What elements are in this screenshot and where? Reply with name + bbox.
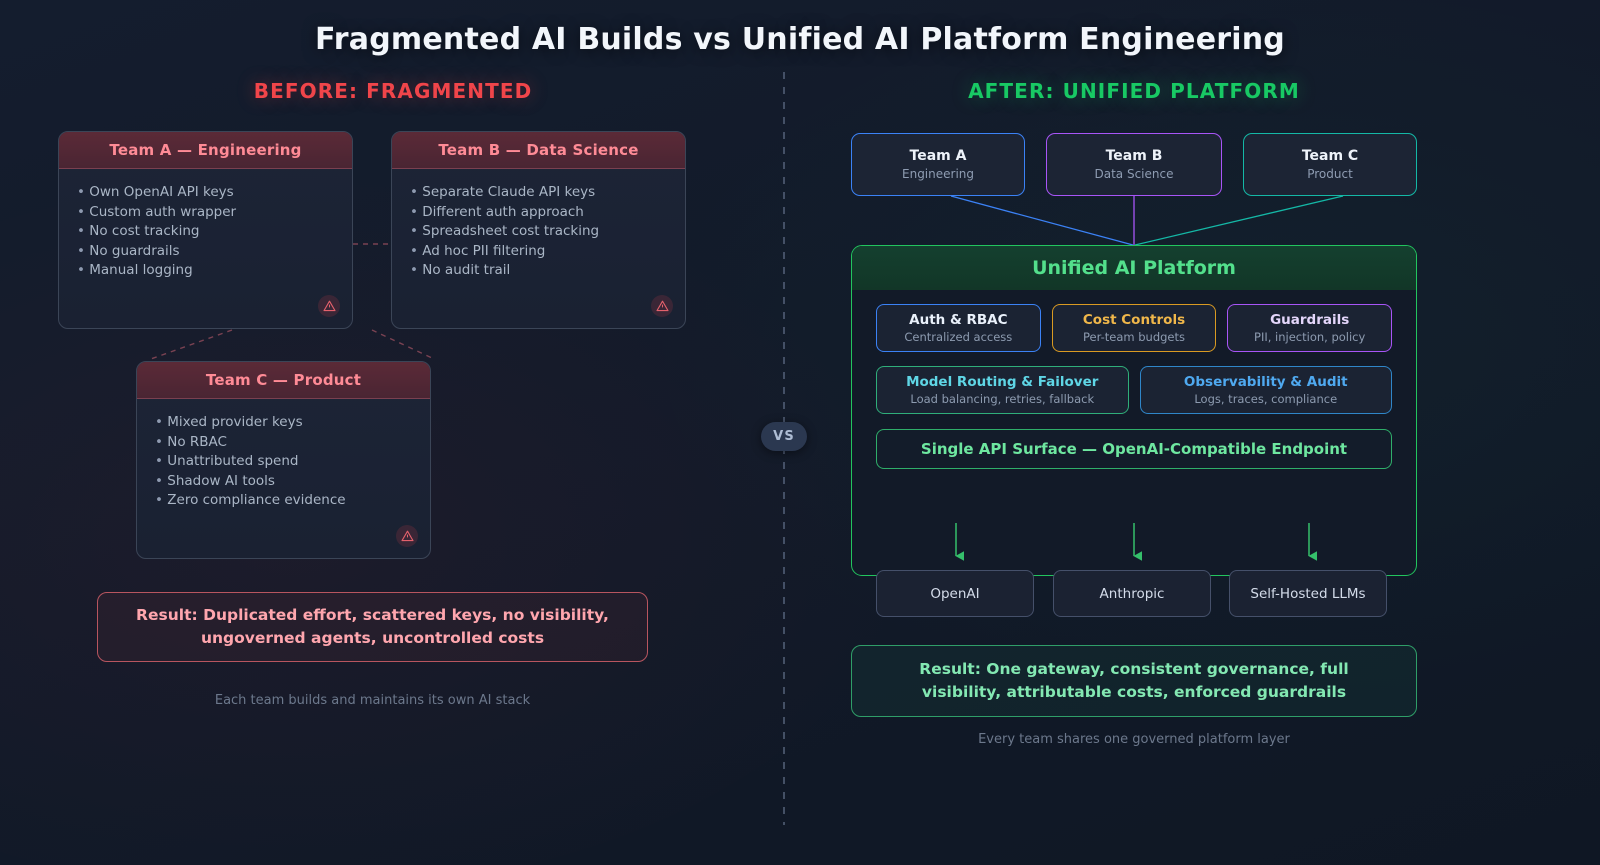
feature-title: Observability & Audit — [1183, 374, 1348, 390]
provider-box-openai: OpenAI — [876, 570, 1034, 617]
list-item: Separate Claude API keys — [410, 183, 685, 203]
card-bullet-list: Own OpenAI API keys Custom auth wrapper … — [59, 169, 352, 281]
team-name: Team B — [1105, 148, 1163, 164]
team-name: Team C — [1301, 148, 1359, 164]
feature-title: Cost Controls — [1082, 312, 1186, 328]
fragmented-card-team-c: Team C — Product Mixed provider keys No … — [136, 361, 431, 559]
fragmented-result-box: Result: Duplicated effort, scattered key… — [97, 592, 648, 662]
feature-model-routing: Model Routing & Failover Load balancing,… — [876, 366, 1129, 414]
list-item: Spreadsheet cost tracking — [410, 222, 685, 242]
page-title: Fragmented AI Builds vs Unified AI Platf… — [315, 22, 1285, 57]
vs-badge: VS — [761, 422, 807, 451]
list-item: Own OpenAI API keys — [77, 183, 352, 203]
list-item: Zero compliance evidence — [155, 491, 430, 511]
card-title: Team C — Product — [137, 362, 430, 399]
unified-result-box: Result: One gateway, consistent governan… — [851, 645, 1417, 717]
team-name: Team A — [909, 148, 967, 164]
unified-platform-panel: Unified AI Platform Auth & RBAC Centrali… — [851, 245, 1417, 576]
card-bullet-list: Separate Claude API keys Different auth … — [392, 169, 685, 281]
warning-triangle-icon — [651, 295, 673, 317]
list-item: No RBAC — [155, 433, 430, 453]
platform-feature-row-1: Auth & RBAC Centralized access Cost Cont… — [852, 304, 1416, 352]
after-column-heading: AFTER: UNIFIED PLATFORM — [968, 79, 1300, 103]
feature-cost-controls: Cost Controls Per-team budgets — [1051, 304, 1217, 352]
feature-subtitle: Logs, traces, compliance — [1194, 392, 1338, 406]
feature-title: Guardrails — [1270, 312, 1350, 328]
unified-team-box-b: Team B Data Science — [1046, 133, 1222, 196]
platform-feature-row-2: Model Routing & Failover Load balancing,… — [852, 366, 1416, 414]
feature-title: Auth & RBAC — [909, 312, 1008, 328]
list-item: Custom auth wrapper — [77, 203, 352, 223]
feature-subtitle: PII, injection, policy — [1254, 330, 1366, 344]
platform-title: Unified AI Platform — [852, 246, 1416, 290]
fragmented-card-team-b: Team B — Data Science Separate Claude AP… — [391, 131, 686, 329]
team-role: Product — [1307, 167, 1353, 181]
team-role: Data Science — [1094, 167, 1174, 181]
list-item: No guardrails — [77, 242, 352, 262]
feature-guardrails: Guardrails PII, injection, policy — [1227, 304, 1393, 352]
provider-box-self-hosted: Self-Hosted LLMs — [1229, 570, 1387, 617]
warning-triangle-icon — [396, 525, 418, 547]
single-api-surface-bar: Single API Surface — OpenAI-Compatible E… — [876, 429, 1392, 469]
list-item: No audit trail — [410, 261, 685, 281]
unified-caption: Every team shares one governed platform … — [978, 732, 1290, 747]
feature-subtitle: Per-team budgets — [1083, 330, 1185, 344]
before-column-heading: BEFORE: FRAGMENTED — [253, 79, 533, 103]
unified-team-box-a: Team A Engineering — [851, 133, 1025, 196]
list-item: Different auth approach — [410, 203, 685, 223]
fragmented-caption: Each team builds and maintains its own A… — [214, 693, 531, 708]
feature-title: Model Routing & Failover — [906, 374, 1099, 390]
list-item: Ad hoc PII filtering — [410, 242, 685, 262]
list-item: No cost tracking — [77, 222, 352, 242]
feature-subtitle: Centralized access — [904, 330, 1013, 344]
team-role: Engineering — [902, 167, 974, 181]
feature-auth-rbac: Auth & RBAC Centralized access — [876, 304, 1041, 352]
card-title: Team B — Data Science — [392, 132, 685, 169]
list-item: Manual logging — [77, 261, 352, 281]
warning-triangle-icon — [318, 295, 340, 317]
card-title: Team A — Engineering — [59, 132, 352, 169]
unified-team-box-c: Team C Product — [1243, 133, 1417, 196]
fragmented-card-team-a: Team A — Engineering Own OpenAI API keys… — [58, 131, 353, 329]
card-bullet-list: Mixed provider keys No RBAC Unattributed… — [137, 399, 430, 511]
list-item: Unattributed spend — [155, 452, 430, 472]
provider-box-anthropic: Anthropic — [1053, 570, 1211, 617]
feature-observability-audit: Observability & Audit Logs, traces, comp… — [1139, 366, 1392, 414]
list-item: Mixed provider keys — [155, 413, 430, 433]
feature-subtitle: Load balancing, retries, fallback — [910, 392, 1095, 406]
list-item: Shadow AI tools — [155, 472, 430, 492]
